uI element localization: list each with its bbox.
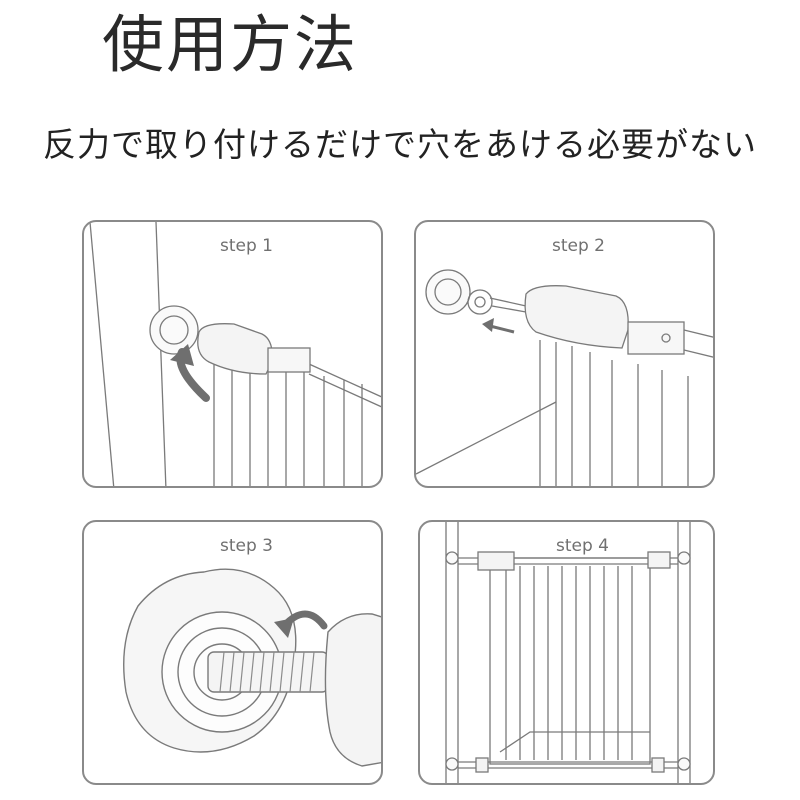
step-1-panel: step 1 bbox=[82, 220, 383, 488]
step-4-panel: step 4 bbox=[418, 520, 715, 785]
push-arrow-icon bbox=[490, 326, 514, 332]
step-3-label: step 3 bbox=[220, 536, 273, 556]
step-3-illustration bbox=[84, 522, 383, 785]
step-1-label: step 1 bbox=[220, 236, 273, 256]
step-4-label: step 4 bbox=[552, 536, 613, 556]
step-2-illustration bbox=[416, 222, 715, 488]
page-title: 使用方法 bbox=[102, 6, 358, 84]
step-4-illustration bbox=[420, 522, 715, 785]
step-2-panel: step 2 bbox=[414, 220, 715, 488]
step-3-panel: step 3 bbox=[82, 520, 383, 785]
page-subtitle: 反力で取り付けるだけで穴をあける必要がない bbox=[0, 122, 800, 168]
step-1-illustration bbox=[84, 222, 383, 488]
step-2-label: step 2 bbox=[552, 236, 605, 256]
